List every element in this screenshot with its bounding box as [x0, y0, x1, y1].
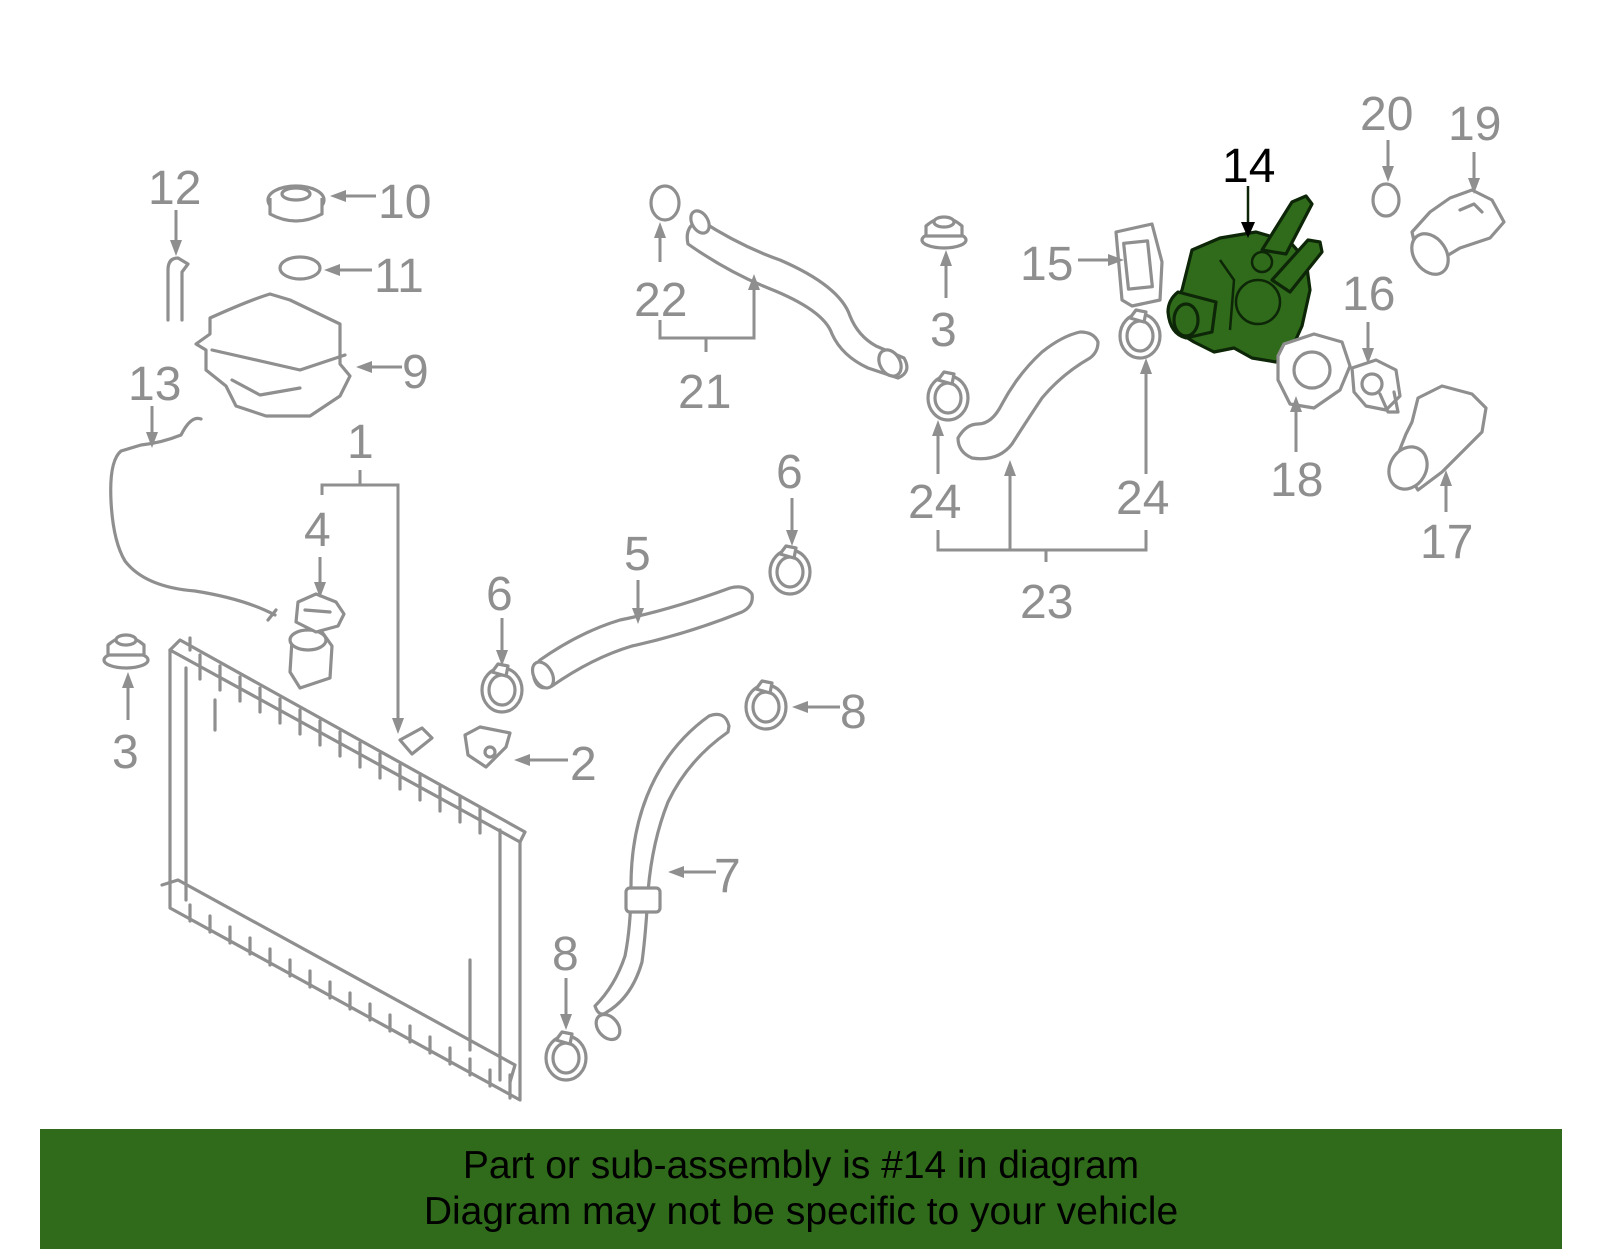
callout-22: 22	[634, 274, 687, 327]
callout-18: 18	[1270, 454, 1323, 507]
callout-8-upper: 8	[840, 686, 867, 739]
water-inlet-19[interactable]	[1404, 188, 1506, 281]
callout-9: 9	[402, 346, 429, 399]
mount-insulator-left[interactable]	[102, 633, 150, 670]
callout-8-lower: 8	[552, 928, 579, 981]
callout-6-left: 6	[486, 568, 513, 621]
leader-lines	[122, 140, 1480, 1030]
callout-13: 13	[128, 358, 181, 411]
callout-17: 17	[1420, 516, 1473, 569]
hose-clamp-6-right[interactable]	[768, 544, 812, 596]
callout-16: 16	[1342, 268, 1395, 321]
callout-11: 11	[374, 250, 424, 303]
callout-14-highlighted: 14	[1222, 140, 1275, 193]
thermostat-housing-highlighted[interactable]	[1166, 194, 1324, 364]
gasket-15[interactable]	[1114, 222, 1164, 308]
callout-3-right: 3	[930, 304, 957, 357]
callout-24-left: 24	[908, 476, 961, 529]
gasket-18[interactable]	[1276, 332, 1352, 410]
o-ring-11[interactable]	[278, 255, 322, 281]
callout-6-right: 6	[776, 446, 803, 499]
callout-2: 2	[570, 738, 597, 791]
bypass-pipe-21[interactable]	[685, 208, 909, 381]
hose-clamp-24-left[interactable]	[926, 370, 970, 422]
bracket-12[interactable]	[166, 256, 190, 322]
thermostat[interactable]	[1350, 358, 1402, 414]
radiator[interactable]	[160, 628, 527, 1102]
water-outlet-17[interactable]	[1381, 384, 1488, 496]
callout-23: 23	[1020, 576, 1073, 629]
callout-19: 19	[1448, 98, 1501, 151]
callout-10: 10	[378, 176, 431, 229]
banner-line-2: Diagram may not be specific to your vehi…	[423, 1190, 1179, 1233]
callout-12: 12	[148, 162, 201, 215]
o-ring-22[interactable]	[649, 184, 681, 222]
callout-15: 15	[1020, 238, 1073, 291]
callout-labels: 1 2 3 3 4 5 6 6 7 8 8 9 10 11 12 13 14 1…	[112, 88, 1501, 981]
lower-radiator-hose[interactable]	[591, 712, 731, 1044]
callout-3-left: 3	[112, 726, 139, 779]
callout-24-right: 24	[1116, 472, 1169, 525]
info-banner: Part or sub-assembly is #14 in diagram D…	[40, 1129, 1562, 1249]
hose-clamp-6-left[interactable]	[480, 662, 524, 714]
callout-7: 7	[714, 850, 741, 903]
drain-plug[interactable]	[463, 725, 512, 769]
overflow-hose[interactable]	[109, 416, 277, 617]
reservoir-cap[interactable]	[266, 184, 326, 223]
callout-20: 20	[1360, 88, 1413, 141]
callout-5: 5	[624, 528, 651, 581]
reservoir-tank[interactable]	[194, 292, 352, 418]
callout-1: 1	[347, 416, 374, 469]
callout-4: 4	[304, 504, 331, 557]
bypass-hose-23[interactable]	[956, 330, 1100, 461]
hose-clamp-8-lower[interactable]	[544, 1030, 588, 1082]
callout-21: 21	[678, 366, 731, 419]
banner-line-1: Part or sub-assembly is #14 in diagram	[462, 1144, 1140, 1187]
radiator-cap[interactable]	[294, 592, 346, 634]
upper-radiator-hose[interactable]	[528, 585, 754, 692]
hose-clamp-8-upper[interactable]	[744, 679, 788, 731]
hose-clamp-24-right[interactable]	[1118, 308, 1162, 360]
mount-insulator-right[interactable]	[920, 215, 968, 250]
o-ring-20[interactable]	[1371, 182, 1401, 218]
